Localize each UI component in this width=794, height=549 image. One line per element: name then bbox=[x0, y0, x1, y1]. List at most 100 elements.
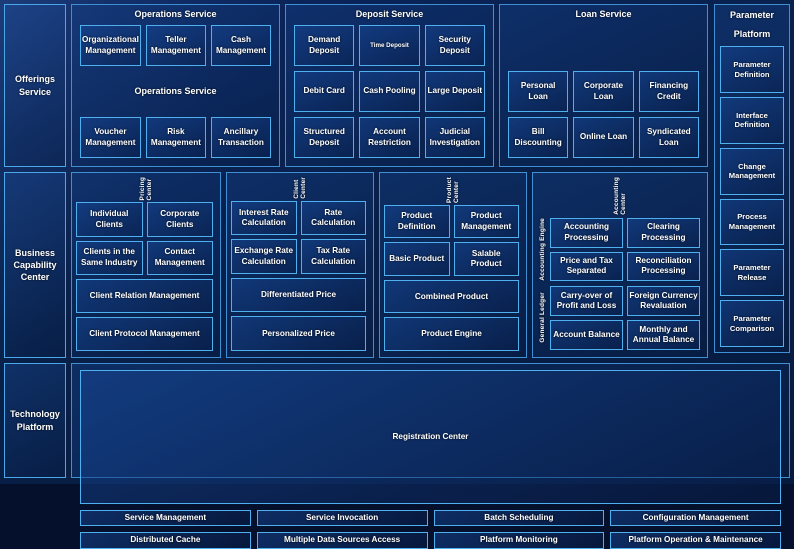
box-parameter-definition[interactable]: Parameter Definition bbox=[720, 46, 784, 93]
box-contact-management[interactable]: Contact Management bbox=[146, 240, 213, 275]
box-cash-management[interactable]: Cash Management bbox=[210, 25, 271, 66]
box-service-invocation[interactable]: Service Invocation bbox=[256, 510, 428, 527]
deposit-service-box-grid: Demand Deposit Time Deposit Security Dep… bbox=[286, 22, 493, 166]
box-judicial-investigation[interactable]: Judicial Investigation bbox=[424, 117, 485, 158]
box-personal-loan[interactable]: Personal Loan bbox=[508, 71, 569, 112]
box-tax-rate-calculation[interactable]: Tax Rate Calculation bbox=[300, 239, 366, 274]
box-ancillary-transaction[interactable]: Ancillary Transaction bbox=[210, 117, 271, 158]
box-process-management[interactable]: Process Management bbox=[720, 198, 784, 246]
box-corporate-clients[interactable]: Corporate Clients bbox=[146, 202, 213, 237]
box-registration-center[interactable]: Registration Center bbox=[80, 370, 781, 504]
box-clearing-processing[interactable]: Clearing Processing bbox=[627, 217, 700, 248]
vertical-label-accounting-engine: Accounting Engine bbox=[539, 218, 546, 281]
panel-title-operations-service: Operations Service bbox=[134, 9, 217, 19]
accounting-center-groups: Accounting Engine Accounting Processing … bbox=[536, 215, 704, 353]
box-change-management[interactable]: Change Management bbox=[720, 147, 784, 195]
box-cash-pooling[interactable]: Cash Pooling bbox=[359, 71, 420, 112]
box-structured-deposit[interactable]: Structured Deposit bbox=[294, 117, 355, 158]
box-multiple-data-sources-access[interactable]: Multiple Data Sources Access bbox=[256, 532, 428, 549]
technology-platform-band: Technology Platform Registration Center … bbox=[4, 363, 790, 549]
box-personalized-price[interactable]: Personalized Price bbox=[231, 316, 366, 351]
box-large-deposit[interactable]: Large Deposit bbox=[424, 71, 485, 112]
box-client-relation-management[interactable]: Client Relation Management bbox=[76, 278, 213, 313]
panel-pricing-center[interactable]: Pricing Center Individual Clients Corpor… bbox=[71, 172, 221, 358]
box-batch-scheduling[interactable]: Batch Scheduling bbox=[433, 510, 605, 527]
box-account-balance[interactable]: Account Balance bbox=[550, 320, 623, 350]
box-parameter-release[interactable]: Parameter Release bbox=[720, 249, 784, 297]
panel-loan-service[interactable]: Loan Service Personal Loan Corporate Loa… bbox=[499, 4, 708, 167]
box-combined-product[interactable]: Combined Product bbox=[384, 279, 519, 314]
box-demand-deposit[interactable]: Demand Deposit bbox=[294, 25, 355, 66]
accounting-engine-box-grid: Accounting Processing Clearing Processin… bbox=[548, 217, 700, 282]
box-platform-operation-and-maintenance[interactable]: Platform Operation & Maintenance bbox=[610, 532, 781, 549]
box-reconciliation-processing[interactable]: Reconciliation Processing bbox=[627, 251, 700, 282]
box-bill-discounting[interactable]: Bill Discounting bbox=[508, 117, 569, 158]
business-capability-center-band: Business Capability Center Pricing Cente… bbox=[4, 172, 790, 358]
box-account-restriction[interactable]: Account Restriction bbox=[359, 117, 420, 158]
box-foreign-currency-revaluation[interactable]: Foreign Currency Revaluation bbox=[627, 286, 700, 317]
architecture-diagram: Offerings Service Operations Service Ope… bbox=[4, 4, 790, 549]
box-configuration-management[interactable]: Configuration Management bbox=[610, 510, 781, 527]
box-platform-monitoring[interactable]: Platform Monitoring bbox=[433, 532, 605, 549]
box-monthly-and-annual-balance[interactable]: Monthly and Annual Balance bbox=[627, 320, 700, 350]
box-debit-card[interactable]: Debit Card bbox=[294, 71, 355, 112]
technology-platform-box-grid: Service Management Service Invocation Ba… bbox=[80, 510, 781, 549]
box-accounting-processing[interactable]: Accounting Processing bbox=[550, 217, 623, 248]
box-price-and-tax-separated[interactable]: Price and Tax Separated bbox=[550, 251, 623, 282]
panel-technology-platform[interactable]: Registration Center Service Management S… bbox=[71, 363, 790, 549]
group-accounting-engine: Accounting Engine Accounting Processing … bbox=[537, 217, 700, 282]
box-time-deposit[interactable]: Time Deposit bbox=[359, 25, 420, 66]
box-differentiated-price[interactable]: Differentiated Price bbox=[231, 277, 366, 313]
panel-accounting-center[interactable]: Accounting Center Accounting Engine Acco… bbox=[532, 172, 708, 358]
panel-product-center[interactable]: Product Center Product Definition Produc… bbox=[379, 172, 527, 358]
general-ledger-box-grid: Carry-over of Profit and Loss Foreign Cu… bbox=[548, 286, 700, 350]
box-distributed-cache[interactable]: Distributed Cache bbox=[80, 532, 251, 549]
box-organizational-management[interactable]: Organizational Management bbox=[80, 25, 141, 66]
vertical-label-client-center: Client Center bbox=[293, 177, 307, 199]
panel-title-loan-service: Loan Service bbox=[575, 9, 632, 19]
box-exchange-rate-calculation[interactable]: Exchange Rate Calculation bbox=[231, 239, 297, 274]
box-individual-clients[interactable]: Individual Clients bbox=[76, 202, 143, 237]
box-product-management[interactable]: Product Management bbox=[453, 204, 519, 239]
panel-title-deposit-service: Deposit Service bbox=[355, 9, 424, 19]
box-salable-product[interactable]: Salable Product bbox=[453, 242, 519, 276]
operations-service-box-grid: Organizational Management Teller Managem… bbox=[72, 22, 279, 166]
box-product-definition[interactable]: Product Definition bbox=[384, 204, 450, 239]
box-client-protocol-management[interactable]: Client Protocol Management bbox=[76, 316, 213, 351]
box-carry-over-of-profit-and-loss[interactable]: Carry-over of Profit and Loss bbox=[550, 286, 623, 317]
panel-title-parameter-platform-line2: Platform bbox=[733, 28, 771, 39]
box-teller-management[interactable]: Teller Management bbox=[145, 25, 206, 66]
panel-deposit-service[interactable]: Deposit Service Demand Deposit Time Depo… bbox=[285, 4, 494, 167]
pricing-center-box-grid: Individual Clients Corporate Clients Cli… bbox=[75, 200, 217, 353]
vertical-label-general-ledger: General Ledger bbox=[539, 292, 546, 344]
vertical-label-pricing-center: Pricing Center bbox=[139, 177, 153, 201]
box-clients-in-the-same-industry[interactable]: Clients in the Same Industry bbox=[76, 240, 143, 275]
box-syndicated-loan[interactable]: Syndicated Loan bbox=[638, 117, 699, 158]
box-product-engine[interactable]: Product Engine bbox=[384, 317, 519, 351]
box-online-loan[interactable]: Online Loan bbox=[573, 117, 634, 158]
box-service-management[interactable]: Service Management bbox=[80, 510, 251, 527]
box-interest-rate-calculation[interactable]: Interest Rate Calculation bbox=[231, 200, 297, 236]
box-corporate-loan[interactable]: Corporate Loan bbox=[573, 71, 634, 112]
group-general-ledger: General Ledger Carry-over of Profit and … bbox=[537, 286, 700, 350]
offerings-service-band: Offerings Service Operations Service Ope… bbox=[4, 4, 790, 167]
band-label-business-capability-center: Business Capability Center bbox=[4, 172, 66, 358]
box-rate-calculation[interactable]: Rate Calculation bbox=[300, 200, 366, 236]
box-financing-credit[interactable]: Financing Credit bbox=[638, 71, 699, 112]
client-center-box-grid: Interest Rate Calculation Rate Calculati… bbox=[230, 199, 370, 353]
loan-service-box-grid: Personal Loan Corporate Loan Financing C… bbox=[500, 22, 707, 166]
box-parameter-comparison[interactable]: Parameter Comparison bbox=[720, 300, 784, 347]
band-label-offerings-service: Offerings Service bbox=[4, 4, 66, 167]
vertical-label-product-center: Product Center bbox=[446, 177, 460, 203]
panel-operations-service[interactable]: Operations Service Operations Service Or… bbox=[71, 4, 280, 167]
box-basic-product[interactable]: Basic Product bbox=[384, 242, 450, 276]
box-voucher-management[interactable]: Voucher Management bbox=[80, 117, 141, 158]
panel-parameter-platform[interactable]: Parameter Platform Parameter Definition … bbox=[714, 4, 790, 353]
panel-client-center[interactable]: Client Center Interest Rate Calculation … bbox=[226, 172, 374, 358]
vertical-label-accounting-center: Accounting Center bbox=[613, 177, 627, 215]
band-label-technology-platform: Technology Platform bbox=[4, 363, 66, 478]
product-center-box-grid: Product Definition Product Management Ba… bbox=[383, 203, 523, 353]
box-interface-definition[interactable]: Interface Definition bbox=[720, 96, 784, 144]
box-risk-management[interactable]: Risk Management bbox=[145, 117, 206, 158]
box-security-deposit[interactable]: Security Deposit bbox=[424, 25, 485, 66]
